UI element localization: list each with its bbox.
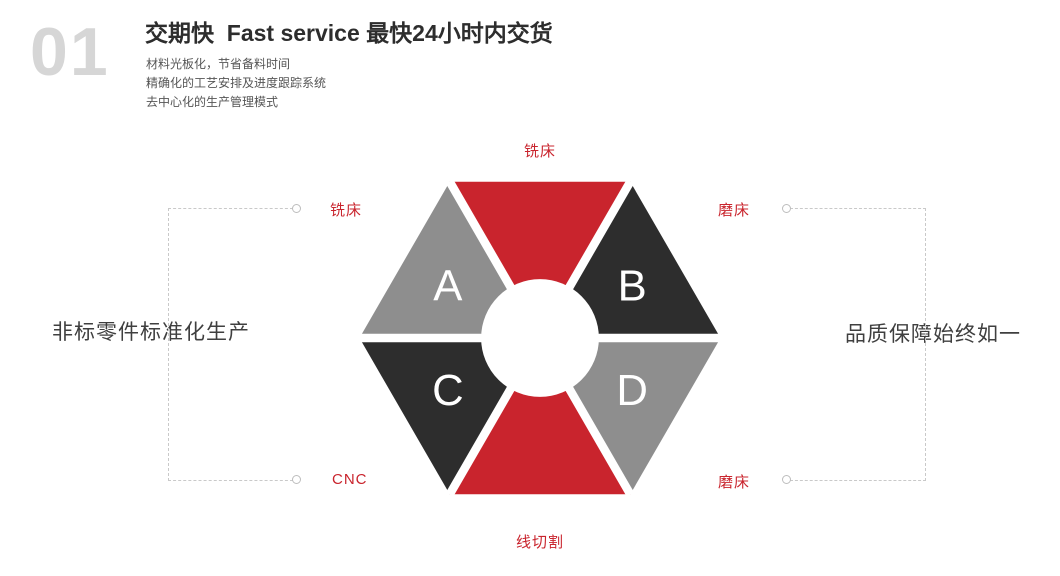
page-title: 交期快 Fast service 最快24小时内交货 <box>145 20 553 46</box>
triangle-topleft-gray <box>359 181 540 338</box>
triangle-bottomleft-dark <box>359 338 540 495</box>
right-statement: 品质保障始终如一 <box>845 323 1021 346</box>
center-circle <box>481 279 599 397</box>
subtitle-lines: 材料光板化，节省备料时间 精确化的工艺安排及进度跟踪系统 去中心化的生产管理模式 <box>146 55 326 112</box>
label-cnc: CNC <box>332 471 368 488</box>
label-grinding-right-top: 磨床 <box>718 202 751 219</box>
letter-b: B <box>618 262 647 311</box>
triangle-top-red <box>449 181 631 338</box>
letter-a: A <box>433 262 463 311</box>
connector-dot <box>782 204 791 213</box>
label-milling-left: 铣床 <box>330 202 363 219</box>
section-number: 01 <box>30 14 110 90</box>
triangle-bottom-red <box>449 338 631 495</box>
connector-dot <box>782 475 791 484</box>
connector-dot <box>292 475 301 484</box>
left-dashed-bracket <box>168 208 293 481</box>
letter-c: C <box>432 366 464 415</box>
label-grinding-right-bottom: 磨床 <box>718 474 751 491</box>
hexagon-diagram: A B C D <box>359 179 721 497</box>
right-dashed-bracket <box>790 208 926 481</box>
letter-d: D <box>616 366 648 415</box>
connector-dot <box>292 204 301 213</box>
label-milling-top: 铣床 <box>523 143 557 160</box>
subtitle-line: 材料光板化，节省备料时间 <box>146 57 291 71</box>
triangle-bottomright-gray <box>540 338 721 495</box>
left-statement: 非标零件标准化生产 <box>52 321 250 344</box>
label-wirecut: 线切割 <box>515 534 565 551</box>
triangle-topright-dark <box>540 181 721 338</box>
subtitle-line: 去中心化的生产管理模式 <box>146 95 279 109</box>
subtitle-line: 精确化的工艺安排及进度跟踪系统 <box>146 76 327 90</box>
